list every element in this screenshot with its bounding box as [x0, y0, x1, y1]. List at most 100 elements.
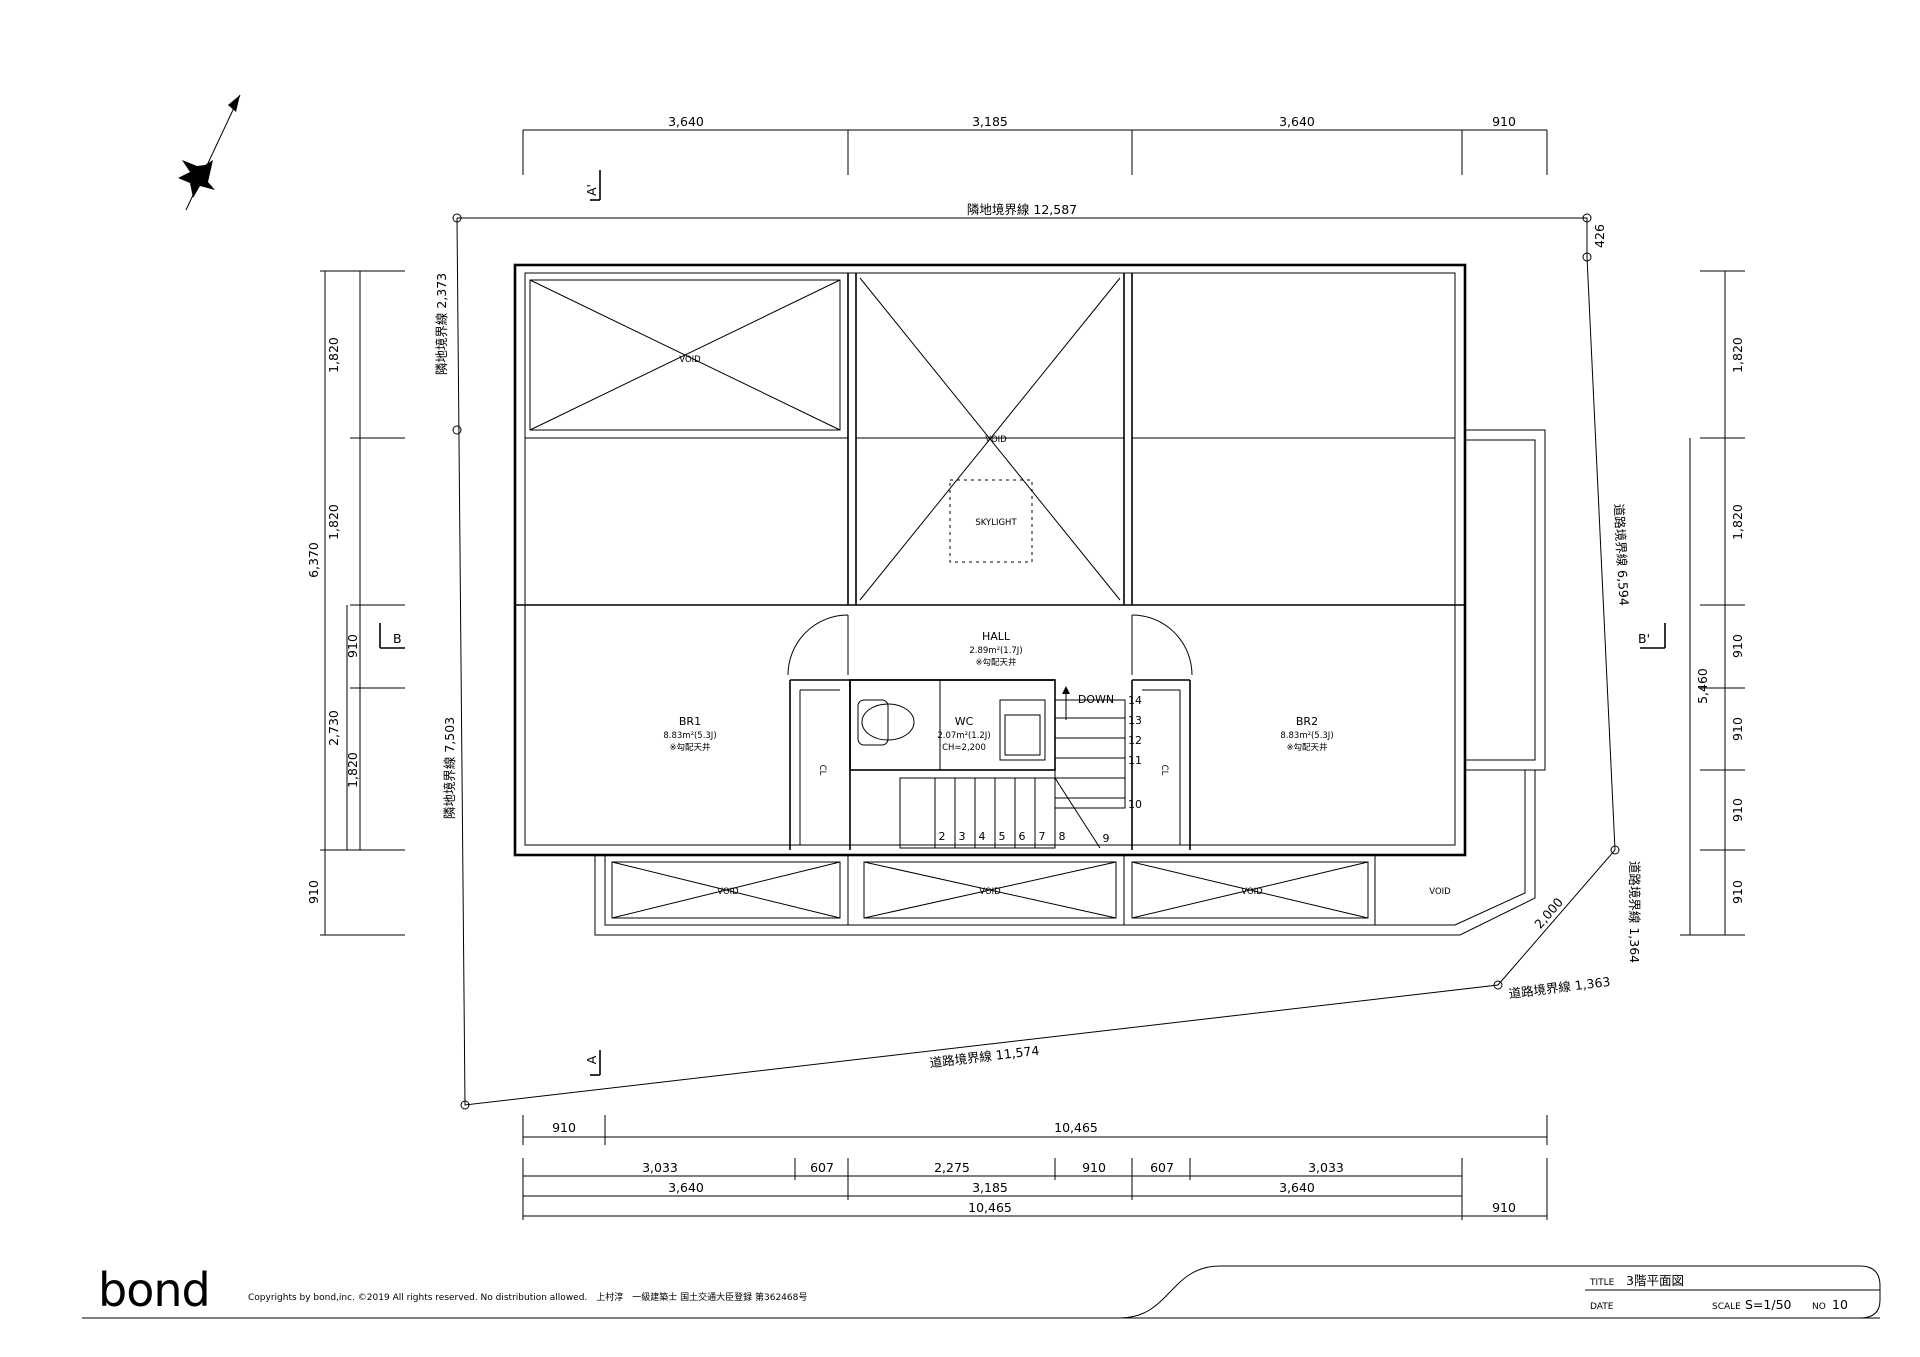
dim-bottom-r3-3: 3,640	[1279, 1180, 1315, 1195]
dim-bottom-r2-4: 910	[1082, 1160, 1106, 1175]
left-dimensions: 1,820 1,820 910 1,820 6,370 2,730 910	[306, 270, 405, 936]
no-label: NO	[1812, 1302, 1826, 1312]
wc-name: WC	[955, 715, 974, 728]
boundary-left-lower-label: 隣地境界線 7,503	[442, 717, 457, 819]
dim-right-1: 1,820	[1730, 337, 1745, 373]
cl-left-label: CL	[817, 765, 827, 776]
title-block: bond Copyrights by bond,inc. ©2019 All r…	[82, 1263, 1881, 1319]
skylight-label: SKYLIGHT	[975, 518, 1017, 528]
north-arrow-icon	[178, 94, 241, 211]
dim-left-7: 910	[306, 880, 321, 904]
copyright-text: Copyrights by bond,inc. ©2019 All rights…	[248, 1291, 807, 1303]
staircase: DOWN 14 13 12 11 10 2 3 4 5 6 7 8 9	[899, 686, 1142, 849]
stair-8: 8	[1059, 830, 1066, 843]
bond-logo: bond	[98, 1263, 210, 1317]
br2-area: 8.83m²(5.3J)	[1280, 731, 1333, 741]
dim-left-2: 1,820	[326, 504, 341, 540]
title-label: TITLE	[1589, 1278, 1615, 1288]
dim-bottom-r2-3: 2,275	[934, 1160, 970, 1175]
cl-right-label: CL	[1159, 765, 1169, 776]
section-b-left: B	[393, 631, 402, 646]
br1-note: ※勾配天井	[669, 742, 710, 753]
stairs-down-label: DOWN	[1078, 693, 1114, 706]
section-b-right: B'	[1638, 631, 1650, 646]
wc-fixtures	[857, 699, 1046, 761]
scale-value: S=1/50	[1745, 1297, 1792, 1312]
dim-top-4: 910	[1492, 114, 1516, 129]
dim-top-2: 3,185	[972, 114, 1008, 129]
boundary-right-lower-label: 道路境界線 1,364	[1627, 861, 1642, 963]
boundary-top-label: 隣地境界線 12,587	[967, 202, 1077, 217]
dim-right-4: 910	[1730, 717, 1745, 741]
dim-bottom-r2-6: 3,033	[1308, 1160, 1344, 1175]
dim-right-5: 910	[1730, 798, 1745, 822]
dim-bottom-r3-1: 3,640	[668, 1180, 704, 1195]
room-labels: VOID VOID SKYLIGHT HALL 2.89m²(1.7J) ※勾配…	[663, 355, 1451, 897]
balcony-void-2: VOID	[979, 887, 1001, 897]
title-value: 3階平面図	[1626, 1273, 1684, 1288]
dim-right-7: 5,460	[1695, 668, 1710, 704]
dim-bottom-r4-1: 10,465	[968, 1200, 1012, 1215]
dim-bottom-r1-2: 10,465	[1054, 1120, 1098, 1135]
stair-2: 2	[939, 830, 946, 843]
br2-name: BR2	[1296, 715, 1318, 728]
hall-note: ※勾配天井	[975, 657, 1016, 668]
stair-12: 12	[1128, 734, 1142, 747]
void-top-center-label: VOID	[985, 435, 1007, 445]
stair-5: 5	[999, 830, 1006, 843]
dim-top-1: 3,640	[668, 114, 704, 129]
void-top-left-label: VOID	[679, 355, 701, 365]
stair-4: 4	[979, 830, 986, 843]
void-crosses	[529, 277, 1369, 919]
br2-note: ※勾配天井	[1286, 742, 1327, 753]
dim-bottom-r2-5: 607	[1150, 1160, 1174, 1175]
hall-name: HALL	[982, 630, 1011, 643]
building-walls	[513, 263, 1546, 936]
dim-bottom-r2-2: 607	[810, 1160, 834, 1175]
dim-bottom-r4-2: 910	[1492, 1200, 1516, 1215]
dim-right-6: 910	[1730, 880, 1745, 904]
dim-left-1: 1,820	[326, 337, 341, 373]
boundary-left-upper-label: 隣地境界線 2,373	[434, 273, 449, 375]
scale-label: SCALE	[1712, 1302, 1741, 1312]
doors	[787, 614, 1193, 676]
stair-10: 10	[1128, 798, 1142, 811]
boundary-bottom-label: 道路境界線 11,574	[929, 1043, 1040, 1071]
section-a-top: A'	[584, 184, 599, 196]
bottom-dimensions: 910 10,465 3,033 607 2,275 910 607 3,033…	[522, 1115, 1548, 1220]
top-dimensions: 3,640 3,185 3,640 910	[522, 114, 1548, 175]
wc-area: 2.07m²(1.2J)	[937, 731, 990, 741]
br1-name: BR1	[679, 715, 701, 728]
dim-left-3: 910	[345, 634, 360, 658]
boundary-right-small-label: 426	[1592, 224, 1607, 248]
balcony-void-4: VOID	[1429, 887, 1451, 897]
balcony-void-3: VOID	[1241, 887, 1263, 897]
dim-left-6: 2,730	[326, 710, 341, 746]
boundary-bottom-right-label: 道路境界線 1,363	[1508, 974, 1611, 1001]
dim-right-2: 1,820	[1730, 504, 1745, 540]
br1-area: 8.83m²(5.3J)	[663, 731, 716, 741]
stair-9: 9	[1103, 832, 1110, 845]
date-label: DATE	[1590, 1302, 1614, 1312]
wc-ceiling-height: CH=2,200	[942, 743, 986, 753]
section-markers: A' A B B'	[379, 170, 1666, 1076]
balcony-void-1: VOID	[717, 887, 739, 897]
hall-area: 2.89m²(1.7J)	[969, 646, 1022, 656]
dim-top-3: 3,640	[1279, 114, 1315, 129]
dim-left-5: 6,370	[306, 542, 321, 578]
stair-6: 6	[1019, 830, 1026, 843]
stair-3: 3	[959, 830, 966, 843]
stair-14: 14	[1128, 694, 1142, 707]
section-a-bottom: A	[584, 1055, 599, 1064]
dim-bottom-r3-2: 3,185	[972, 1180, 1008, 1195]
dim-left-4: 1,820	[345, 752, 360, 788]
stair-13: 13	[1128, 714, 1142, 727]
dim-bottom-r1-1: 910	[552, 1120, 576, 1135]
site-boundary: 隣地境界線 12,587 隣地境界線 2,373 隣地境界線 7,503 426…	[434, 202, 1642, 1110]
right-dimensions: 1,820 1,820 910 910 910 910 5,460	[1680, 270, 1745, 936]
dim-right-3: 910	[1730, 634, 1745, 658]
stair-11: 11	[1128, 754, 1142, 767]
no-value: 10	[1832, 1297, 1848, 1312]
stair-7: 7	[1039, 830, 1046, 843]
